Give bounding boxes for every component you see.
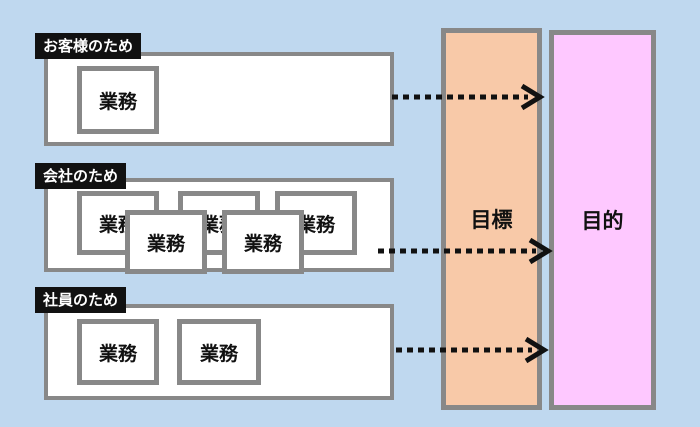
goal-column: 目標 [441, 28, 542, 410]
employee-task-1: 業務 [77, 319, 159, 385]
customer-group-label: お客様のため [35, 33, 142, 59]
employee-group-label: 社員のため [35, 287, 127, 313]
company-task-4: 業務 [125, 210, 207, 274]
customer-task-1: 業務 [77, 66, 159, 134]
employee-arrow [396, 336, 549, 364]
purpose-column: 目的 [549, 30, 656, 410]
purpose-label: 目的 [581, 209, 624, 233]
company-group-label: 会社のため [35, 163, 127, 189]
customer-arrow [392, 83, 545, 111]
company-arrow [378, 237, 553, 265]
company-task-5: 業務 [222, 210, 304, 274]
goal-label: 目標 [470, 208, 513, 232]
employee-task-2: 業務 [177, 319, 261, 385]
